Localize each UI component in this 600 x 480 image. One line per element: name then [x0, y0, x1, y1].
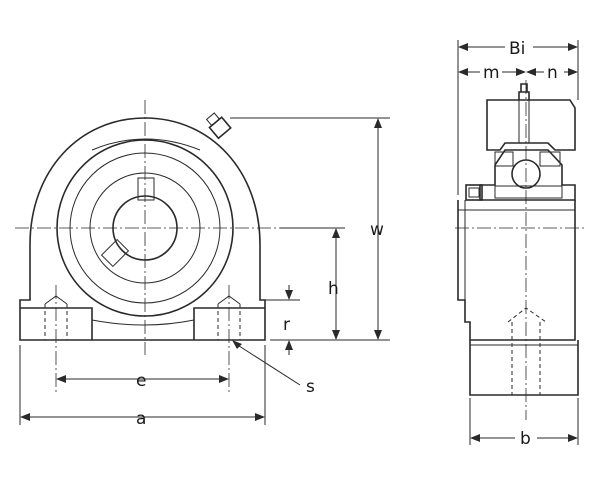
- dimension-label-r: r: [283, 315, 290, 335]
- dimension-label-Bi: Bi: [509, 39, 525, 59]
- side-housing-body: [457, 200, 576, 341]
- bearing-section: [479, 149, 576, 201]
- front-dimensions: w h r s e a: [19, 117, 390, 429]
- upper-arc: [91, 138, 201, 151]
- dimension-label-e: e: [136, 371, 146, 391]
- dimension-label-m: m: [483, 63, 500, 83]
- dimension-label-w: w: [370, 220, 384, 240]
- left-foot: [20, 307, 93, 340]
- dimension-label-h: h: [328, 279, 339, 299]
- side-foot: [469, 340, 579, 396]
- set-screw-left: [100, 238, 130, 268]
- foot-curve: [91, 319, 195, 326]
- grease-nipple: [205, 112, 232, 140]
- side-dimensions: Bi m n b: [457, 39, 579, 449]
- side-grease-nipple: [518, 83, 530, 100]
- housing-section: [486, 99, 576, 151]
- front-view: [15, 100, 280, 395]
- housing-outline: [19, 117, 266, 341]
- dimension-label-s: s: [306, 377, 315, 397]
- dimension-label-b: b: [520, 429, 531, 449]
- dimension-label-n: n: [547, 63, 558, 83]
- right-foot: [193, 307, 265, 340]
- side-view: [455, 80, 585, 420]
- dimension-label-a: a: [136, 409, 146, 429]
- set-screw-top: [137, 177, 155, 201]
